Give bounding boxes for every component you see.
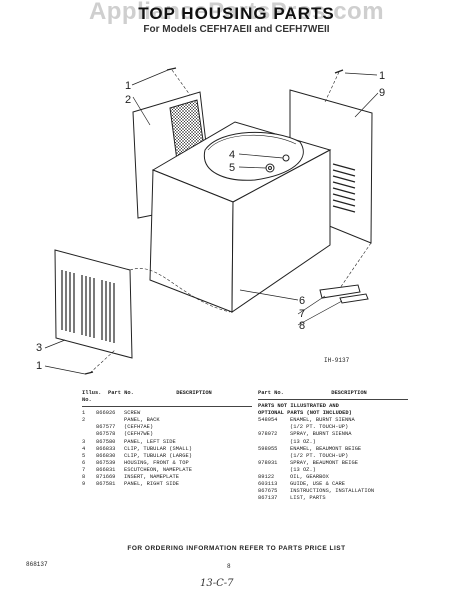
callout-label: 2: [125, 94, 131, 106]
screw: [84, 67, 344, 375]
table-row: 867577(CEFH7AE): [96, 424, 154, 431]
callout-label: 1: [379, 70, 385, 82]
page-subtitle: For Models CEFH7AEII and CEFH7WEII: [143, 24, 330, 35]
optional-parts-table: Part No. DESCRIPTION PARTS NOT ILLUSTRAT…: [258, 390, 408, 502]
nameplate-insert: [339, 293, 369, 304]
optional-table-header: Part No. DESCRIPTION: [258, 390, 408, 397]
watermark: AppliancePartsPros.com: [88, 0, 385, 25]
page-number: 8: [227, 563, 231, 570]
col-desc: DESCRIPTION: [176, 390, 212, 396]
nameplate-escutcheon: [319, 284, 361, 299]
page-title: TOP HOUSING PARTS: [138, 4, 335, 23]
figure-code: IH-9137: [324, 357, 350, 364]
callout-label: 9: [379, 87, 385, 99]
col-part: Part No.: [258, 390, 284, 396]
col-illus: Illus. No.: [82, 390, 102, 404]
right-panel-louvers: [332, 163, 356, 213]
housing-side: [231, 149, 331, 313]
optional-table-title: PARTS NOT ILLUSTRATED AND OPTIONAL PARTS…: [258, 403, 352, 417]
callout-label: 5: [229, 162, 235, 174]
top-cutout: [203, 131, 304, 181]
callout-label: 6: [299, 295, 305, 307]
table-row: 867578(CEFH7WE): [96, 431, 154, 438]
ordering-note: FOR ORDERING INFORMATION REFER TO PARTS …: [127, 545, 346, 552]
parts-table-header: Illus. No. Part No. DESCRIPTION: [82, 390, 252, 404]
handwritten-note: 13-C-7: [200, 578, 234, 589]
callout-label: 1: [36, 360, 42, 372]
callout-label: 4: [229, 149, 235, 161]
col-part: Part No.: [108, 390, 134, 396]
callout-labels: 1 2 1 9 4 5 6 7 8 3 1: [36, 70, 385, 372]
left-panel-louvers: [61, 270, 115, 343]
document-code: 868137: [26, 561, 48, 568]
callout-label: 8: [299, 320, 305, 332]
col-desc: DESCRIPTION: [331, 390, 367, 396]
callout-label: 7: [299, 308, 305, 320]
callout-label: 1: [125, 80, 131, 92]
callout-label: 3: [36, 342, 42, 354]
